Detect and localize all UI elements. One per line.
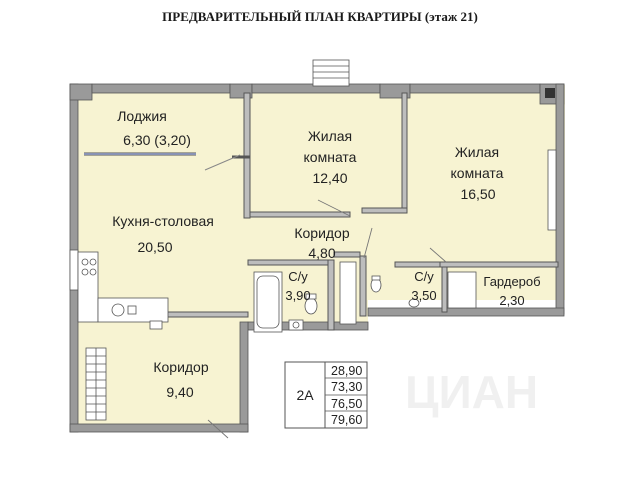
room-area: 16,50	[460, 186, 495, 202]
room-kitchen: Кухня-столовая 20,50	[112, 213, 214, 255]
toilet-icon	[304, 275, 420, 315]
apartment-legend: 2А 28,90 73,30 76,50 79,60	[284, 361, 368, 429]
room-area: 2,30	[499, 293, 524, 308]
shaft-icon	[339, 261, 357, 325]
floor-fill	[75, 85, 565, 430]
room-area: 3,50	[411, 288, 436, 303]
legend-area-full: 79,60	[331, 413, 362, 427]
room-wardrobe: Гардероб 2,30	[483, 274, 540, 308]
room-bath-2: С/у 3,50	[411, 269, 436, 303]
room-area: 9,40	[166, 384, 193, 400]
room-name: С/у	[288, 269, 308, 284]
room-name: комната	[304, 149, 357, 165]
shower-icon	[447, 271, 477, 309]
watermark: ЦИАН	[405, 366, 538, 418]
room-name: Кухня-столовая	[112, 213, 214, 229]
legend-area-living: 28,90	[331, 364, 362, 378]
door-swings	[207, 199, 447, 439]
radiator-icon	[85, 347, 107, 421]
door-swing-loggia	[204, 154, 241, 171]
window-right	[547, 149, 557, 231]
room-name: Коридор	[294, 225, 350, 241]
legend-area-with-loggia: 76,50	[331, 397, 362, 411]
legend-area-total: 73,30	[331, 380, 362, 394]
apartment-type: 2А	[296, 387, 314, 403]
room-area: 4,80	[308, 245, 335, 261]
room-area: 6,30 (3,20)	[123, 132, 191, 148]
room-name: Гардероб	[483, 274, 540, 289]
room-area: 3,90	[285, 288, 310, 303]
kitchen-counter	[77, 251, 169, 330]
room-name: Жилая	[455, 144, 499, 160]
room-living-2: Жилая комната 16,50	[451, 144, 504, 202]
room-loggia: Лоджия 6,30 (3,20)	[117, 108, 191, 148]
room-name: комната	[451, 165, 504, 181]
room-area: 12,40	[312, 170, 347, 186]
room-name: С/у	[414, 269, 434, 284]
stairs-top-icon	[312, 59, 350, 87]
room-name: Коридор	[153, 359, 209, 375]
room-area: 20,50	[137, 239, 172, 255]
room-bath-1: С/у 3,90	[285, 269, 310, 303]
room-corridor-inner: Коридор 4,80	[294, 225, 350, 261]
room-living-1: Жилая комната 12,40	[304, 128, 357, 186]
plan-title: ПРЕДВАРИТЕЛЬНЫЙ ПЛАН КВАРТИРЫ (этаж 21)	[162, 9, 478, 24]
room-corridor-entry: Коридор 9,40	[153, 359, 209, 400]
column-marker	[545, 88, 555, 98]
bathtub-icon	[253, 271, 283, 333]
legend-type-box	[284, 361, 326, 429]
room-name: Лоджия	[117, 108, 167, 124]
window-left	[69, 249, 79, 291]
room-name: Жилая	[308, 128, 352, 144]
sink-icon	[288, 319, 304, 331]
